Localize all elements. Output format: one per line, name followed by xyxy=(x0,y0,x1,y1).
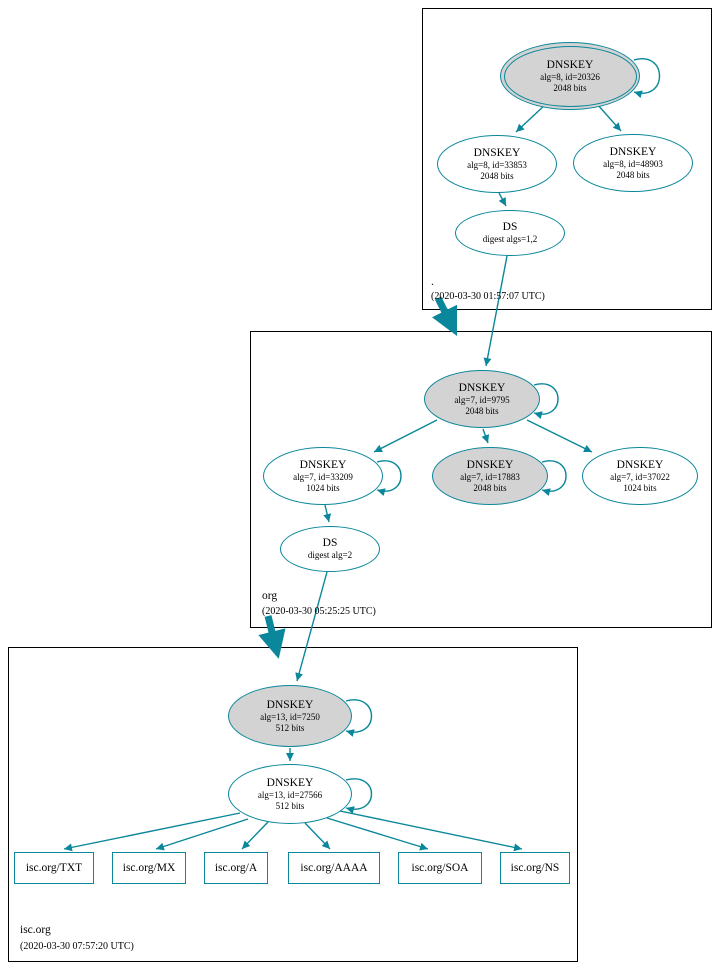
node-title: DNSKEY xyxy=(616,458,664,471)
selfloop-org-33209 xyxy=(376,460,402,497)
edge-isczsk-to-a xyxy=(241,821,269,850)
edge-orgds-to-iscksk xyxy=(295,571,328,682)
node-bits: 1024 bits xyxy=(306,482,340,493)
dnskey-node-root-33853: DNSKEY alg=8, id=33853 2048 bits xyxy=(437,135,557,193)
node-detail: alg=7, id=37022 xyxy=(610,472,670,483)
selfloop-org-17883 xyxy=(541,460,567,497)
rrset-isc-org-mx: isc.org/MX xyxy=(112,852,186,884)
rrset-isc-org-ns: isc.org/NS xyxy=(500,852,570,884)
edge-zone-root-to-org xyxy=(431,296,458,337)
node-detail: alg=8, id=33853 xyxy=(467,160,527,171)
edge-orgksk-to-37022 xyxy=(526,419,593,453)
node-detail: alg=7, id=9795 xyxy=(454,395,510,406)
node-bits: 1024 bits xyxy=(623,482,657,493)
edge-rootds-to-orgksk xyxy=(483,255,508,367)
node-detail: alg=7, id=17883 xyxy=(460,472,520,483)
selfloop-rootksk xyxy=(633,58,661,99)
zone-timestamp-org: (2020-03-30 05:25:25 UTC) xyxy=(262,606,376,617)
node-bits: 512 bits xyxy=(275,722,305,733)
node-bits: 2048 bits xyxy=(480,170,514,181)
rrset-isc-org-txt: isc.org/TXT xyxy=(14,852,94,884)
ds-node-org: DS digest alg=2 xyxy=(280,526,380,572)
dnskey-node-root-48903: DNSKEY alg=8, id=48903 2048 bits xyxy=(573,134,693,192)
node-detail: digest algs=1,2 xyxy=(482,234,538,245)
dnskey-node-isc-7250: DNSKEY alg=13, id=7250 512 bits xyxy=(228,685,352,747)
node-title: DNSKEY xyxy=(466,458,514,471)
zone-timestamp-isc-org: (2020-03-30 07:57:20 UTC) xyxy=(20,941,134,952)
edge-33209-to-orgds xyxy=(323,504,332,523)
zone-label-org: org xyxy=(262,590,278,602)
node-bits: 512 bits xyxy=(275,800,305,811)
node-detail: alg=13, id=7250 xyxy=(260,712,320,723)
edge-isczsk-to-txt xyxy=(63,812,241,852)
selfloop-isc-27566 xyxy=(345,778,372,814)
dnskey-node-org-17883: DNSKEY alg=7, id=17883 2048 bits xyxy=(432,447,548,505)
edge-rootksk-to-33853 xyxy=(515,103,547,133)
node-detail: alg=8, id=20326 xyxy=(540,72,600,83)
node-detail: alg=8, id=48903 xyxy=(603,159,663,170)
node-bits: 2048 bits xyxy=(616,169,650,180)
node-title: DNSKEY xyxy=(266,776,314,789)
dnskey-node-org-9795: DNSKEY alg=7, id=9795 2048 bits xyxy=(424,370,540,428)
node-bits: 2048 bits xyxy=(553,82,587,93)
dnskey-node-root-ksk-20326: DNSKEY alg=8, id=20326 2048 bits xyxy=(500,42,640,110)
node-title: DNSKEY xyxy=(458,381,506,394)
node-title: DNSKEY xyxy=(546,58,594,71)
zone-box-isc-org xyxy=(8,647,578,962)
node-title: DNSKEY xyxy=(299,458,347,471)
edge-33853-to-ds xyxy=(498,192,507,207)
node-title: DNSKEY xyxy=(266,698,314,711)
edge-orgksk-to-33209 xyxy=(373,419,438,453)
dnskey-node-isc-27566: DNSKEY alg=13, id=27566 512 bits xyxy=(228,764,352,824)
node-bits: 2048 bits xyxy=(473,482,507,493)
zone-label-isc-org: isc.org xyxy=(20,924,51,936)
node-bits: 2048 bits xyxy=(465,405,499,416)
edge-rootksk-to-48903 xyxy=(596,103,622,132)
node-title: DNSKEY xyxy=(473,146,521,159)
node-title: DNSKEY xyxy=(609,145,657,158)
node-detail: alg=13, id=27566 xyxy=(257,790,323,801)
node-title: DS xyxy=(322,536,338,549)
node-title: DS xyxy=(502,220,518,233)
node-detail: digest alg=2 xyxy=(307,550,353,561)
edge-isczsk-to-mx xyxy=(155,818,249,851)
rrset-isc-org-soa: isc.org/SOA xyxy=(398,852,482,884)
node-detail: alg=7, id=33209 xyxy=(293,472,353,483)
edge-isczsk-to-soa xyxy=(326,817,429,851)
dnskey-node-org-33209: DNSKEY alg=7, id=33209 1024 bits xyxy=(263,447,383,505)
ds-node-root: DS digest algs=1,2 xyxy=(455,210,565,256)
edge-orgksk-to-17883 xyxy=(481,428,490,444)
edge-zone-org-to-isc xyxy=(258,615,286,659)
rrset-isc-org-a: isc.org/A xyxy=(204,852,268,884)
edge-isczsk-to-ns xyxy=(339,810,523,852)
dnskey-node-org-37022: DNSKEY alg=7, id=37022 1024 bits xyxy=(582,447,698,505)
zone-label-root: . xyxy=(431,276,434,288)
zone-box-org xyxy=(250,331,712,628)
selfloop-orgksk-9795 xyxy=(533,383,559,420)
edge-isczsk-to-aaaa xyxy=(304,822,331,850)
selfloop-isc-7250 xyxy=(345,699,372,737)
zone-box-root xyxy=(422,8,712,310)
rrset-isc-org-aaaa: isc.org/AAAA xyxy=(288,852,380,884)
zone-timestamp-root: (2020-03-30 01:57:07 UTC) xyxy=(431,291,545,302)
